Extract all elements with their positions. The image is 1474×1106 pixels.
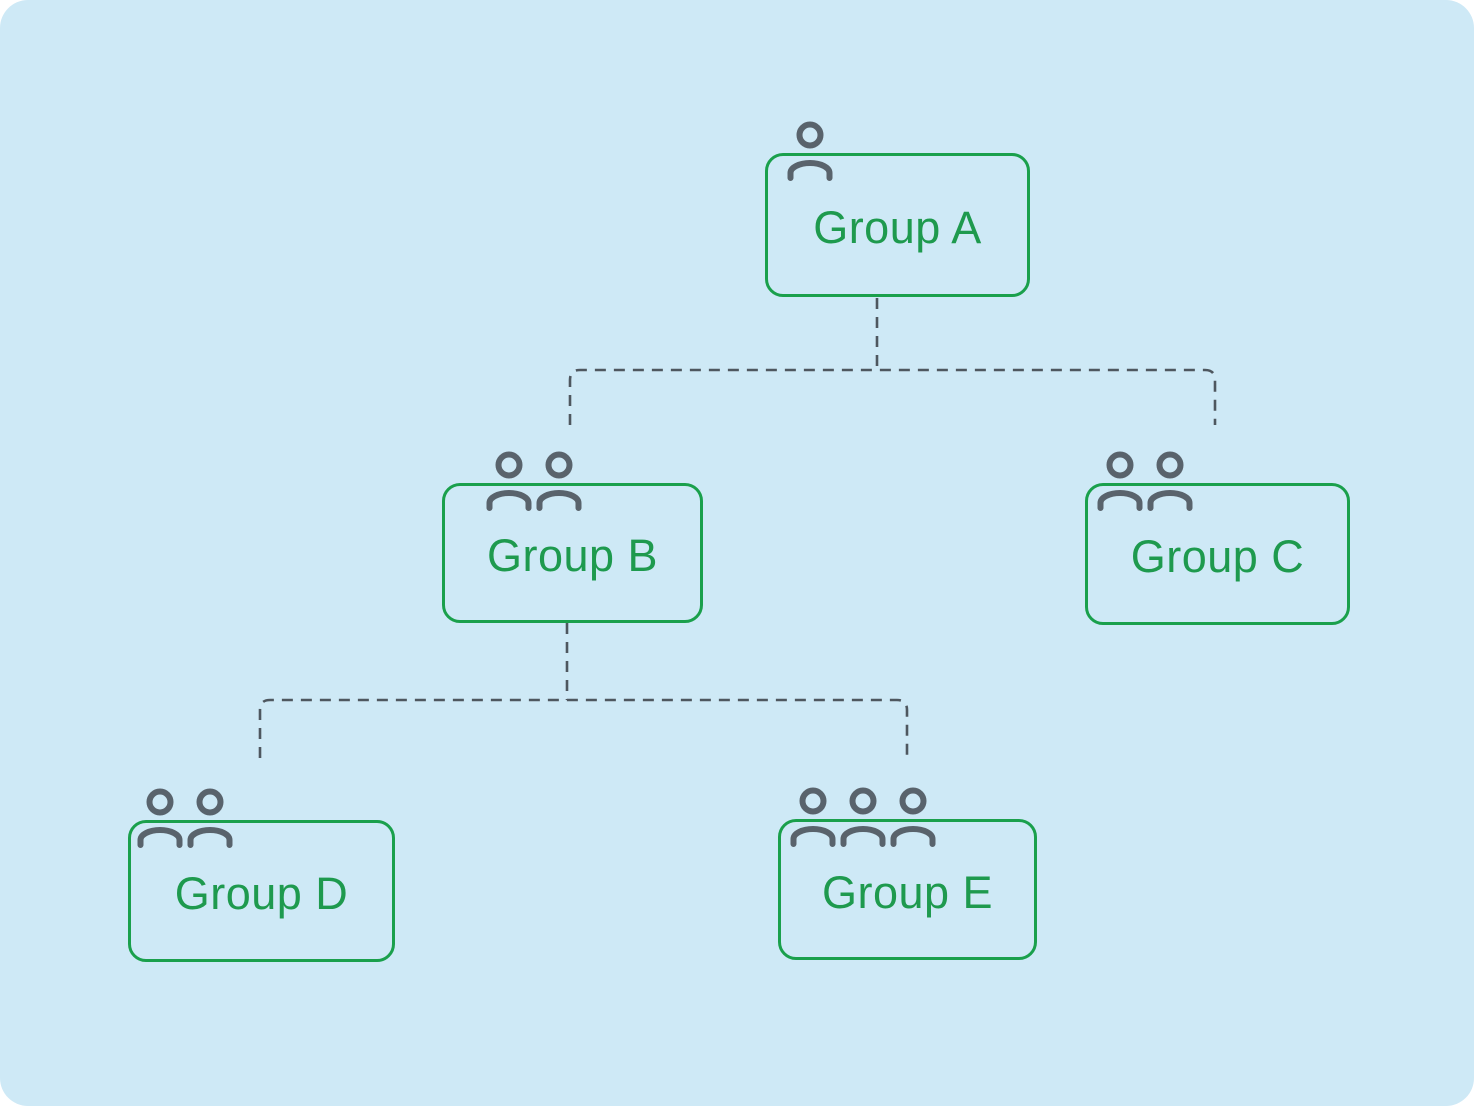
group-d-label: Group D: [174, 868, 349, 919]
group-d-node: Group D: [128, 788, 395, 962]
edge-group-b-to-children: [258, 623, 909, 758]
group-b-node: Group B: [442, 451, 703, 623]
two-person-icon: [136, 788, 234, 848]
edge-group-a-to-children: [568, 298, 1217, 425]
single-person-icon: [786, 121, 834, 181]
three-person-icon: [789, 787, 937, 847]
group-b-label: Group B: [486, 530, 659, 581]
group-c-label: Group C: [1130, 531, 1305, 582]
group-a-node: Group A: [765, 121, 1030, 297]
two-person-icon: [485, 451, 583, 511]
group-a-label: Group A: [813, 202, 982, 253]
two-person-icon: [1096, 451, 1194, 511]
group-e-label: Group E: [821, 866, 994, 918]
group-e-node: Group E: [778, 787, 1037, 960]
group-c-node: Group C: [1085, 451, 1350, 625]
